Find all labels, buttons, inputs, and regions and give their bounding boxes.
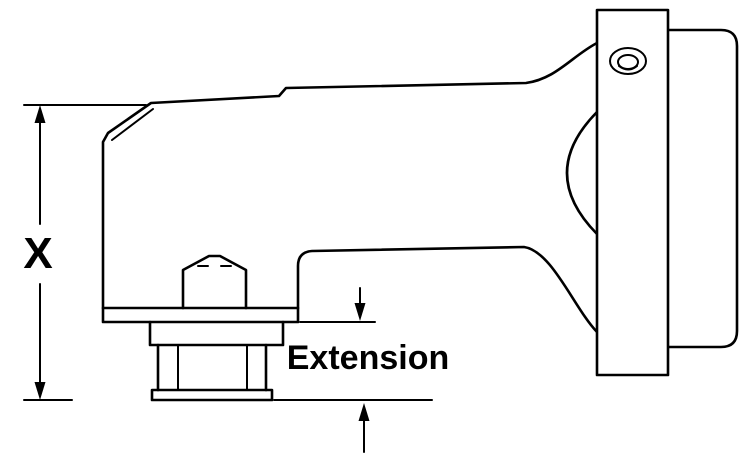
- dimension-extension: Extension: [273, 287, 449, 453]
- boss-arc-line: [565, 110, 599, 236]
- collar: [148, 320, 285, 347]
- body-outline: [101, 41, 599, 334]
- x-arrowhead-bottom: [34, 382, 46, 400]
- extension-arrowhead-up: [358, 403, 370, 421]
- end-cap-outline: [666, 28, 739, 349]
- end-cap: [666, 28, 739, 349]
- x-arrowhead-top: [34, 105, 46, 123]
- flange-plate: [595, 8, 670, 377]
- base-plate: [101, 306, 300, 324]
- extension-label: Extension: [287, 339, 449, 377]
- x-dimension-label: X: [23, 229, 52, 278]
- body-arm-outline: [101, 41, 599, 334]
- bottom-rim: [150, 388, 274, 402]
- nozzle-assembly: [101, 254, 300, 402]
- center-pin: [181, 254, 248, 310]
- boss-arc: [565, 110, 599, 236]
- chamfer-edge-line: [111, 108, 154, 141]
- extension-arrowhead-down: [354, 303, 366, 321]
- screw-hole-shade-arc: [618, 65, 638, 71]
- dimension-x: X: [23, 104, 147, 401]
- screw-hole-outer: [609, 47, 647, 75]
- mounting-flange: [595, 8, 670, 377]
- hex-fitting-sides: [156, 343, 268, 392]
- hex-facet-lines: [177, 344, 248, 391]
